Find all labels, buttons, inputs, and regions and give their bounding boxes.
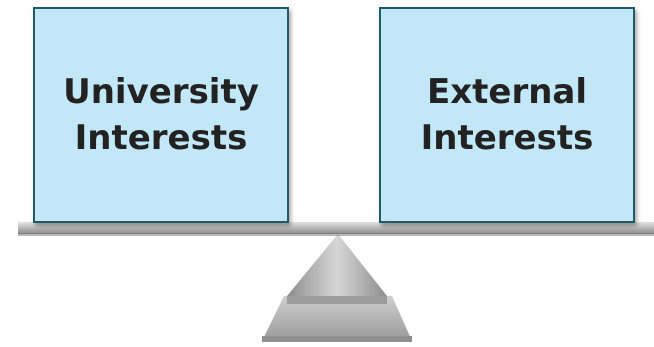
scale-fulcrum bbox=[287, 234, 387, 296]
university-interests-line2: Interests bbox=[74, 118, 248, 158]
external-interests-line1: External bbox=[426, 72, 588, 112]
scale-beam bbox=[18, 222, 654, 234]
university-interests-line1: University bbox=[63, 72, 259, 112]
scale-beam-shadow bbox=[18, 233, 654, 236]
external-interests-box: External Interests bbox=[379, 7, 635, 223]
university-interests-box: University Interests bbox=[33, 7, 289, 223]
scale-fulcrum-base bbox=[287, 296, 387, 304]
scale-base bbox=[262, 296, 412, 341]
external-interests-line2: Interests bbox=[420, 118, 594, 158]
scale-base-front bbox=[262, 336, 412, 342]
